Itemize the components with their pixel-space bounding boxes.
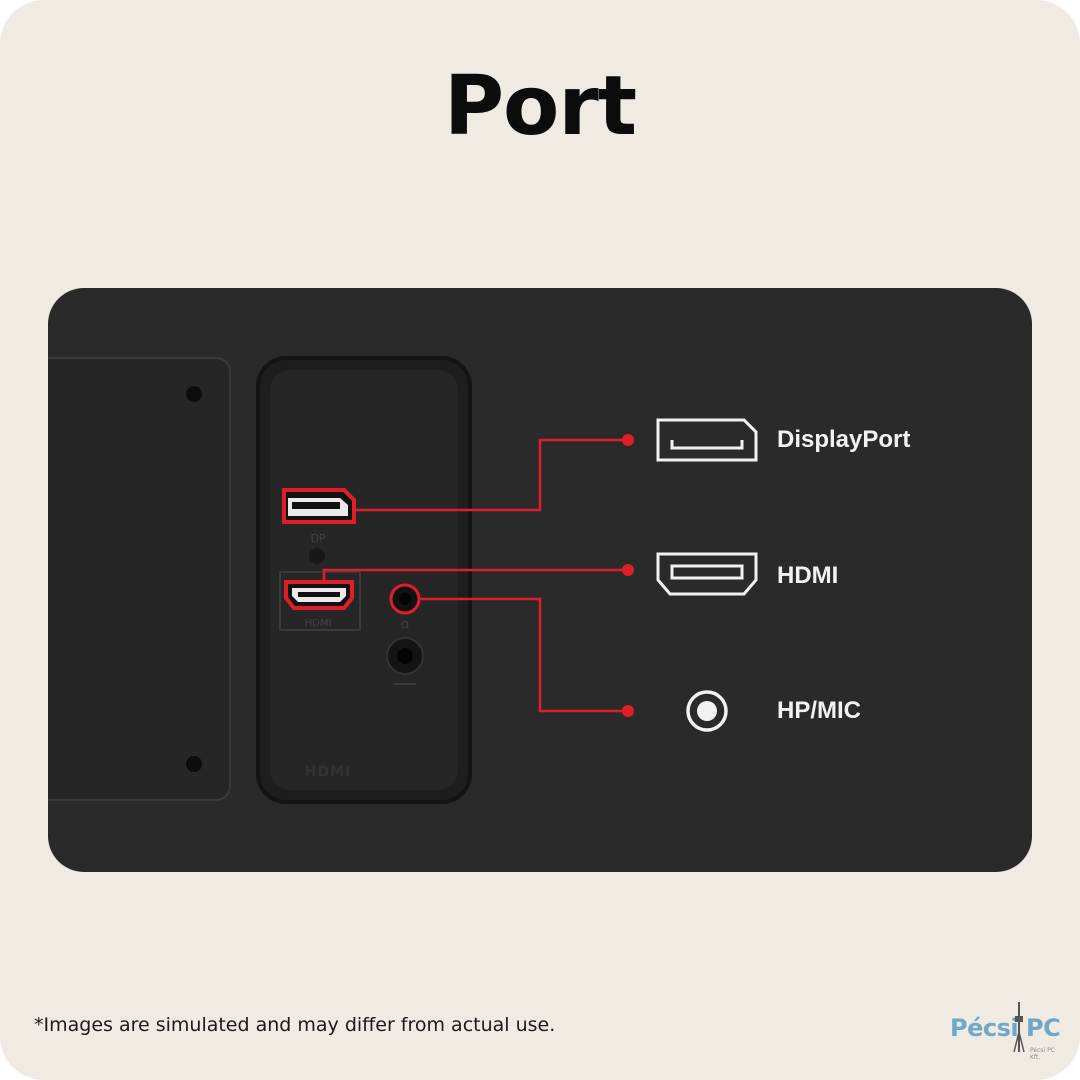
hdmi-label: HDMI — [777, 562, 839, 589]
hdmi-connector-dot — [622, 564, 634, 576]
power-jack-socket — [397, 648, 413, 664]
svg-text:DP: DP — [310, 532, 325, 545]
brand-name-left: Pécsi — [950, 1014, 1019, 1042]
hpmic-label: HP/MIC — [777, 697, 861, 724]
brand-name-right: PC — [1026, 1014, 1061, 1042]
dp-port-pins — [292, 502, 340, 509]
cover-plate — [48, 357, 231, 801]
screw-hole-top — [186, 386, 202, 402]
svg-text:Ω: Ω — [401, 620, 409, 631]
screw-hole-bottom — [186, 756, 202, 772]
page-title: Port — [443, 59, 637, 154]
displayport-icon — [656, 418, 758, 462]
hpmic-connector-line — [419, 597, 628, 713]
svg-text:HDMI: HDMI — [305, 618, 332, 629]
monitor-back-panel: DP HDMI Ω HDMI — [48, 288, 1032, 872]
hdmi-port-pins — [298, 592, 340, 597]
headphone-jack-socket — [399, 593, 411, 605]
hdmi-port-frame — [279, 571, 361, 631]
brand-tagline: Pécsi PC Kft. — [1030, 1047, 1055, 1061]
headphone-jack-icon — [686, 690, 728, 732]
displayport-connector-line — [354, 438, 628, 512]
hpmic-connector-dot — [622, 705, 634, 717]
hdmi-connector-line — [322, 568, 628, 582]
disclaimer-footnote: *Images are simulated and may differ fro… — [34, 1014, 556, 1036]
displayport-connector-dot — [622, 434, 634, 446]
displayport-label: DisplayPort — [777, 426, 911, 453]
svg-text:HDMI: HDMI — [305, 764, 351, 780]
dp-lock-screw — [309, 548, 325, 564]
hdmi-icon — [656, 552, 758, 596]
brand-logo: Pécsi PC Pécsi PC Kft. — [948, 1002, 1061, 1061]
tv-tower-icon — [1013, 1002, 1025, 1053]
port-diagram: DP HDMI Ω HDMI — [48, 356, 758, 804]
